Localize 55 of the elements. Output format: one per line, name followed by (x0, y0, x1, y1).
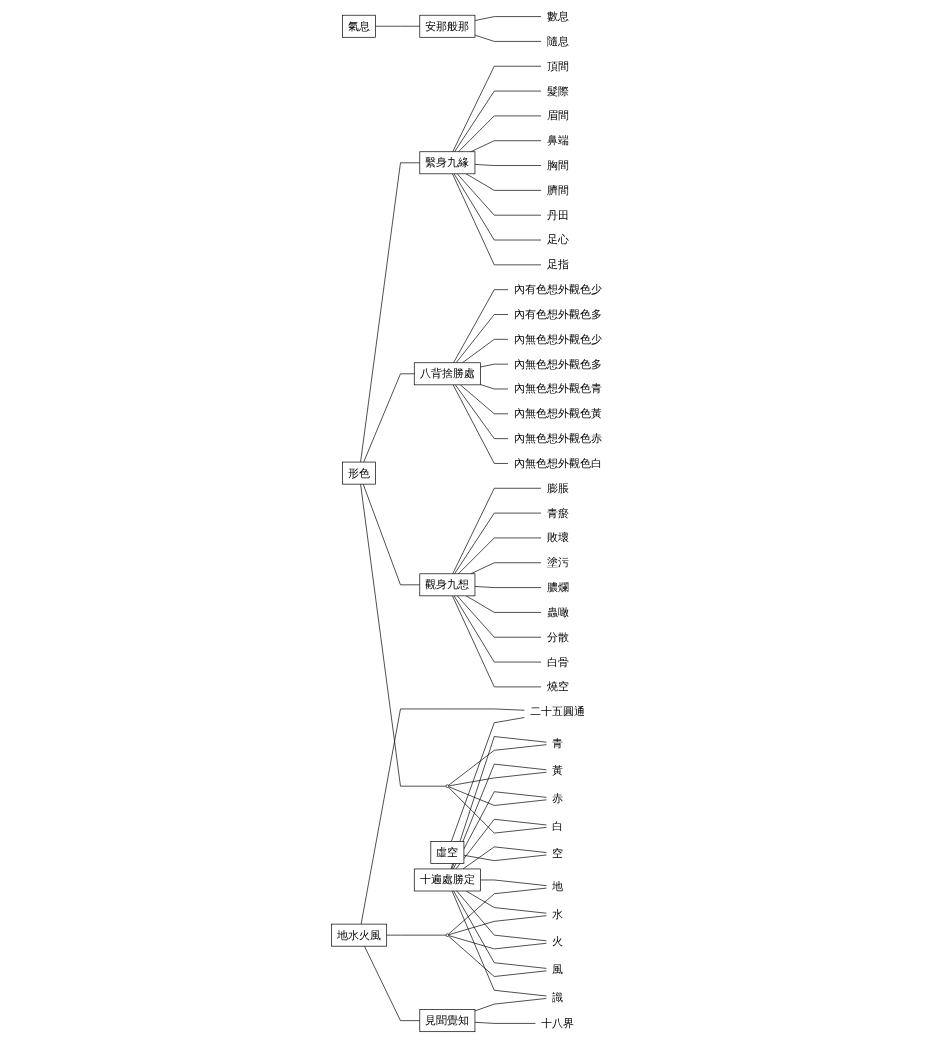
connector (452, 595, 543, 688)
connector (448, 744, 548, 786)
connector (386, 934, 447, 936)
connector (475, 16, 543, 21)
node-circle (446, 933, 450, 937)
connector (452, 763, 548, 870)
connector (480, 879, 548, 886)
connector (471, 562, 543, 575)
connector (475, 164, 543, 166)
connector (466, 890, 548, 914)
connector (448, 786, 548, 806)
connector (448, 915, 548, 936)
connector (451, 736, 548, 870)
connector (475, 998, 548, 1012)
connector (455, 384, 509, 439)
connector (457, 173, 543, 216)
connector (458, 115, 543, 153)
connector (451, 717, 526, 842)
connector (462, 338, 509, 364)
node-circle (446, 784, 450, 788)
connector (448, 771, 548, 787)
connector (364, 945, 421, 1021)
connector (452, 890, 548, 997)
connector (453, 289, 509, 364)
connector (452, 65, 543, 153)
connector (375, 25, 421, 27)
connector (361, 708, 526, 925)
connector (464, 854, 548, 861)
connector (475, 34, 543, 42)
connector (475, 1021, 537, 1024)
connector (453, 384, 509, 464)
connector (452, 487, 543, 575)
connector (475, 586, 543, 588)
connector (452, 173, 543, 266)
connector (448, 935, 548, 977)
connector (480, 363, 509, 368)
connector (363, 483, 421, 586)
connector (456, 314, 509, 364)
connector (360, 483, 447, 787)
connector (363, 373, 416, 463)
connector (457, 595, 543, 638)
connector (460, 384, 509, 415)
connector (466, 173, 543, 191)
connector (458, 537, 543, 575)
connector (471, 140, 543, 153)
connector (480, 384, 509, 390)
connector (456, 890, 548, 942)
connector (466, 595, 543, 613)
connector (453, 890, 548, 969)
connector (448, 887, 548, 935)
connector (463, 846, 548, 870)
connector (448, 786, 548, 834)
connector (360, 162, 421, 463)
connector (453, 791, 548, 870)
connector (448, 935, 548, 950)
